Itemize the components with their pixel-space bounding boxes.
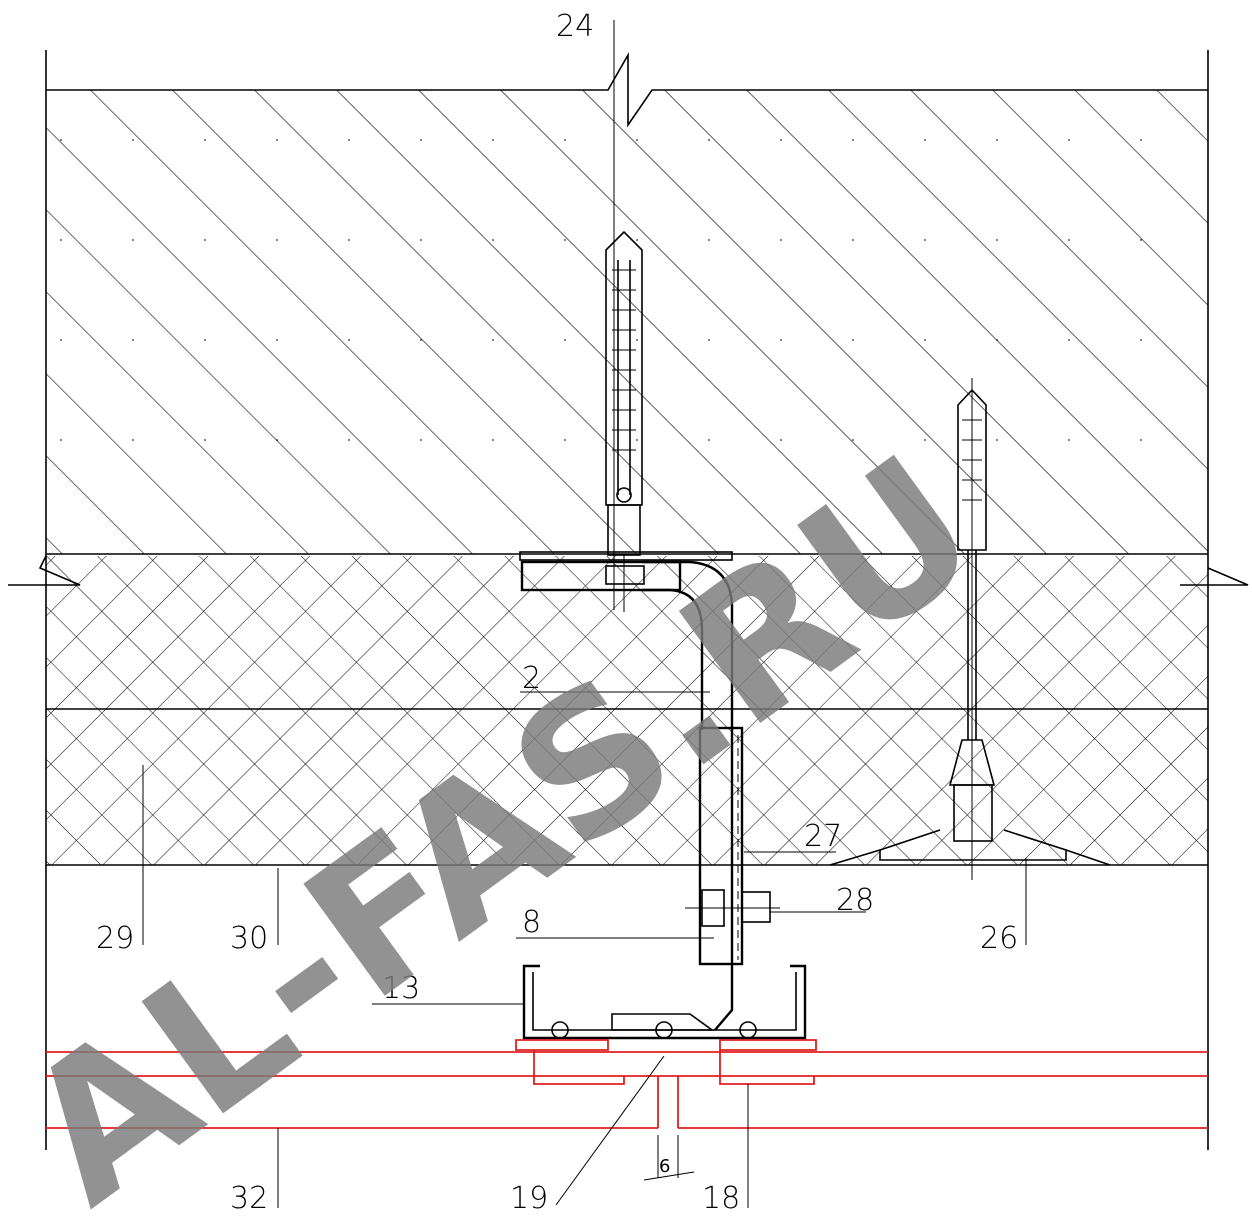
callout-18: 18	[702, 1181, 740, 1216]
callout-30: 30	[230, 921, 268, 956]
gap-dimension: 6	[659, 1156, 670, 1177]
bracket-2	[519, 551, 734, 1031]
callout-2: 2	[522, 661, 541, 696]
callout-32: 32	[230, 1181, 268, 1216]
callout-13: 13	[382, 971, 420, 1006]
plate-8	[685, 726, 780, 966]
anchor-dowel-24	[605, 20, 643, 610]
profile-13	[522, 964, 807, 1040]
insulation-dowel-26	[829, 378, 1111, 880]
callout-8: 8	[522, 905, 541, 940]
callout-29: 29	[96, 921, 134, 956]
cladding-panels	[46, 1039, 1208, 1129]
callout-26: 26	[980, 921, 1018, 956]
concrete-wall	[45, 50, 1209, 1150]
callout-24: 24	[556, 9, 594, 44]
callout-leaders	[142, 691, 1027, 1208]
insulation-layer	[8, 555, 1249, 866]
callout-19: 19	[510, 1181, 548, 1216]
callout-28: 28	[836, 883, 874, 918]
callout-27: 27	[804, 819, 842, 854]
